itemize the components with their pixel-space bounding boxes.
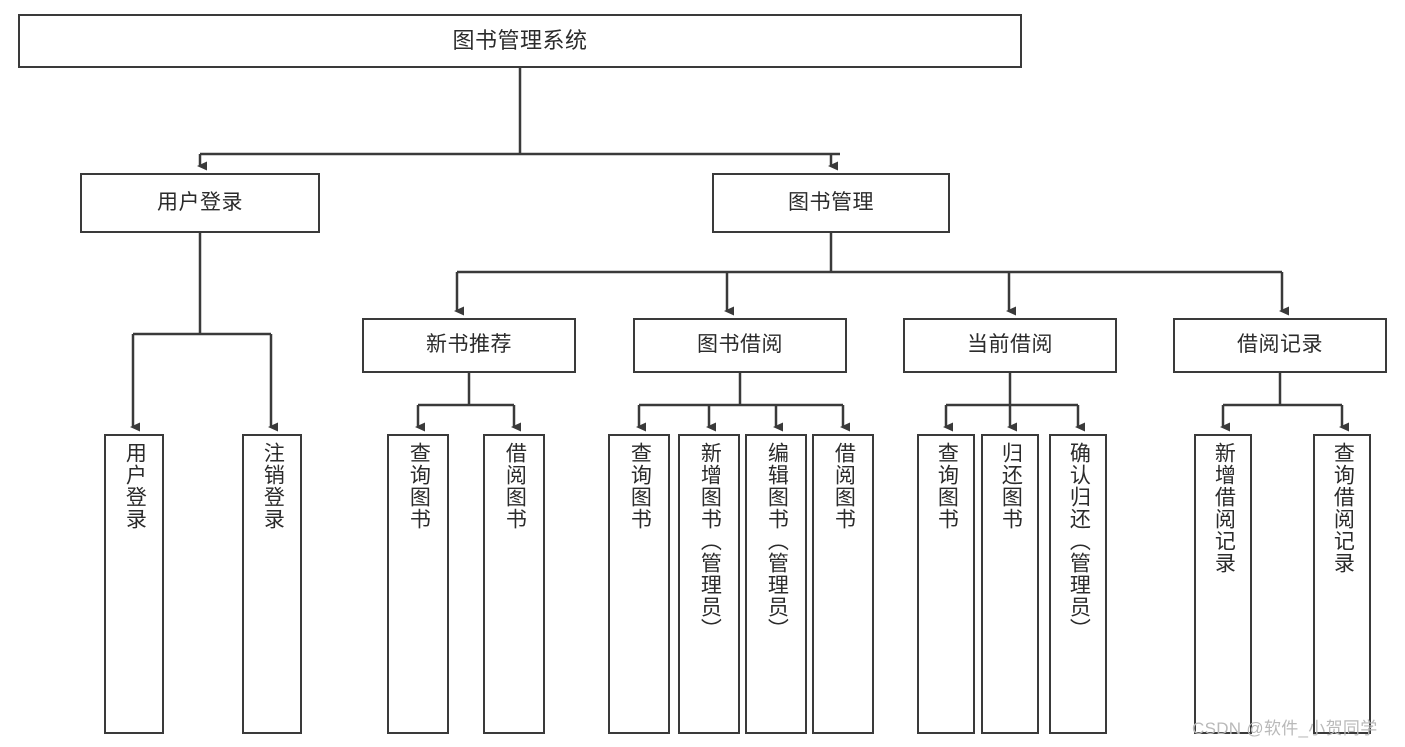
node-leaf-query-book-1[interactable]: 查询图书 (387, 434, 449, 734)
node-leaf-query-book-3-label: 查询图书 (935, 442, 959, 530)
node-leaf-logout-login-label: 注销登录 (261, 442, 285, 530)
node-book-manage[interactable]: 图书管理 (712, 173, 950, 233)
node-current-borrow-label: 当前借阅 (967, 333, 1053, 357)
node-root-label: 图书管理系统 (452, 28, 588, 54)
node-leaf-query-book-1-label: 查询图书 (407, 442, 431, 530)
node-leaf-borrow-book-2[interactable]: 借阅图书 (812, 434, 874, 734)
watermark-text: CSDN @软件_小贺同学 (1192, 719, 1378, 738)
node-leaf-confirm-return[interactable]: 确认归还（管理员） (1049, 434, 1107, 734)
node-leaf-edit-book[interactable]: 编辑图书（管理员） (745, 434, 807, 734)
node-leaf-query-record[interactable]: 查询借阅记录 (1313, 434, 1371, 734)
node-leaf-confirm-return-label: 确认归还（管理员） (1067, 442, 1091, 640)
node-root[interactable]: 图书管理系统 (18, 14, 1022, 68)
node-leaf-edit-book-label: 编辑图书（管理员） (765, 442, 789, 640)
node-leaf-add-record-label: 新增借阅记录 (1212, 442, 1236, 574)
node-user-login[interactable]: 用户登录 (80, 173, 320, 233)
node-current-borrow[interactable]: 当前借阅 (903, 318, 1117, 373)
node-leaf-query-book-3[interactable]: 查询图书 (917, 434, 975, 734)
node-leaf-logout-login[interactable]: 注销登录 (242, 434, 302, 734)
node-user-login-label: 用户登录 (157, 190, 243, 214)
node-borrow-record-label: 借阅记录 (1237, 333, 1323, 357)
node-leaf-query-book-2[interactable]: 查询图书 (608, 434, 670, 734)
node-book-borrow-label: 图书借阅 (697, 333, 783, 357)
node-leaf-user-login-label: 用户登录 (123, 442, 147, 530)
node-leaf-borrow-book-1-label: 借阅图书 (503, 442, 527, 530)
node-book-manage-label: 图书管理 (788, 190, 874, 214)
node-borrow-record[interactable]: 借阅记录 (1173, 318, 1387, 373)
node-leaf-return-book[interactable]: 归还图书 (981, 434, 1039, 734)
node-leaf-add-record[interactable]: 新增借阅记录 (1194, 434, 1252, 734)
node-leaf-query-book-2-label: 查询图书 (628, 442, 652, 530)
node-new-book-recommend[interactable]: 新书推荐 (362, 318, 576, 373)
node-leaf-query-record-label: 查询借阅记录 (1331, 442, 1355, 574)
node-new-book-recommend-label: 新书推荐 (426, 333, 512, 357)
node-leaf-borrow-book-1[interactable]: 借阅图书 (483, 434, 545, 734)
node-leaf-add-book[interactable]: 新增图书（管理员） (678, 434, 740, 734)
node-leaf-borrow-book-2-label: 借阅图书 (832, 442, 856, 530)
node-book-borrow[interactable]: 图书借阅 (633, 318, 847, 373)
node-leaf-user-login[interactable]: 用户登录 (104, 434, 164, 734)
node-leaf-return-book-label: 归还图书 (999, 442, 1023, 530)
node-leaf-add-book-label: 新增图书（管理员） (698, 442, 722, 640)
